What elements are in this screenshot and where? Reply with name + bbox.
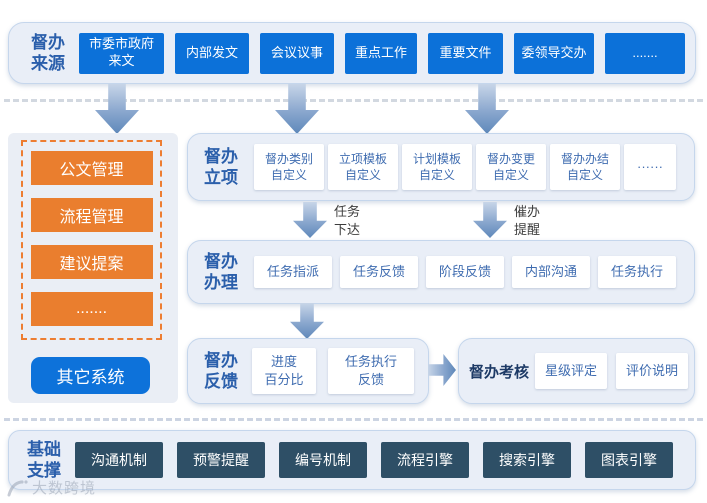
assessment-title: 督办考核: [469, 363, 530, 381]
handling-item-feedback: 任务反馈: [340, 256, 418, 288]
arrow-down-icon: [465, 84, 509, 134]
arrow-down-icon: [290, 303, 324, 339]
source-item-key-work: 重点工作: [345, 32, 417, 74]
arrow-down-icon: [473, 202, 507, 238]
project-setup-band: 督办 立项 督办类别 自定义 立项模板 自定义 计划模板 自定义 督办变更 自定…: [187, 133, 695, 201]
system-workflow-management: 流程管理: [30, 198, 153, 232]
source-title-line2: 来源: [31, 54, 65, 73]
feedback-title: 督办 反馈: [204, 350, 238, 391]
assessment-item-evaluation: 评价说明: [616, 353, 689, 389]
handling-item-assign: 任务指派: [254, 256, 332, 288]
feedback-item-exec-feedback: 任务执行 反馈: [328, 348, 414, 394]
external-systems-dashed-group: 公文管理 流程管理 建议提案 .......: [21, 140, 162, 340]
system-doc-management: 公文管理: [30, 151, 153, 185]
remind-arrow-label: 催办 提醒: [514, 204, 541, 237]
system-more: .......: [30, 292, 153, 326]
support-item-warning: 预警提醒: [177, 442, 265, 478]
arrow-down-icon: [275, 84, 319, 134]
support-item-numbering: 编号机制: [279, 442, 367, 478]
source-item-important-file: 重要文件: [428, 32, 503, 74]
setup-item-plan-template: 计划模板 自定义: [402, 144, 472, 190]
feedback-item-progress: 进度 百分比: [252, 348, 316, 394]
support-item-communication: 沟通机制: [75, 442, 163, 478]
source-band: 督办 来源 市委市政府 来文 内部发文 会议议事 重点工作 重要文件 委领导交办…: [8, 22, 696, 84]
handling-item-stage-feedback: 阶段反馈: [426, 256, 504, 288]
task-assign-arrow-label: 任务 下达: [334, 204, 361, 237]
setup-item-template: 立项模板 自定义: [328, 144, 398, 190]
watermark-logo-icon: [7, 479, 28, 496]
setup-item-close: 督办办结 自定义: [550, 144, 620, 190]
dashed-divider-bottom: [4, 418, 703, 421]
arrow-right-icon: [428, 354, 456, 386]
dashed-divider-top: [4, 99, 703, 102]
source-title-line1: 督办: [31, 32, 65, 52]
support-item-search-engine: 搜索引擎: [483, 442, 571, 478]
feedback-band: 督办 反馈 进度 百分比 任务执行 反馈: [187, 338, 429, 404]
watermark: 大数跨境: [6, 477, 96, 498]
external-systems-panel: 公文管理 流程管理 建议提案 ....... 其它系统: [8, 133, 178, 403]
handling-item-execution: 任务执行: [598, 256, 676, 288]
assessment-band: 督办考核 星级评定 评价说明: [458, 338, 695, 404]
setup-item-category: 督办类别 自定义: [254, 144, 324, 190]
source-band-title: 督办 来源: [31, 32, 65, 75]
support-item-chart-engine: 图表引擎: [585, 442, 673, 478]
setup-item-more: ······: [624, 144, 676, 190]
handling-title: 督办 办理: [204, 251, 238, 292]
other-system-box: 其它系统: [31, 357, 150, 394]
source-item-internal-doc: 内部发文: [175, 32, 249, 74]
system-proposal: 建议提案: [30, 245, 153, 279]
source-item-meeting: 会议议事: [260, 32, 334, 74]
watermark-text: 大数跨境: [32, 480, 97, 497]
handling-band: 督办 办理 任务指派 任务反馈 阶段反馈 内部沟通 任务执行: [187, 240, 695, 304]
arrow-down-icon: [95, 84, 139, 134]
assessment-item-star-rating: 星级评定: [535, 353, 608, 389]
arrow-down-icon: [293, 202, 327, 238]
source-item-leader-assign: 委领导交办: [514, 32, 594, 74]
support-title: 基础 支撑: [27, 439, 61, 480]
project-setup-title: 督办 立项: [204, 146, 238, 187]
support-band: 基础 支撑 沟通机制 预警提醒 编号机制 流程引擎 搜索引擎 图表引擎: [8, 430, 696, 490]
handling-item-communication: 内部沟通: [512, 256, 590, 288]
source-item-more: .......: [605, 32, 685, 74]
support-item-workflow-engine: 流程引擎: [381, 442, 469, 478]
source-item-city-gov-doc: 市委市政府 来文: [79, 32, 164, 74]
setup-item-change: 督办变更 自定义: [476, 144, 546, 190]
